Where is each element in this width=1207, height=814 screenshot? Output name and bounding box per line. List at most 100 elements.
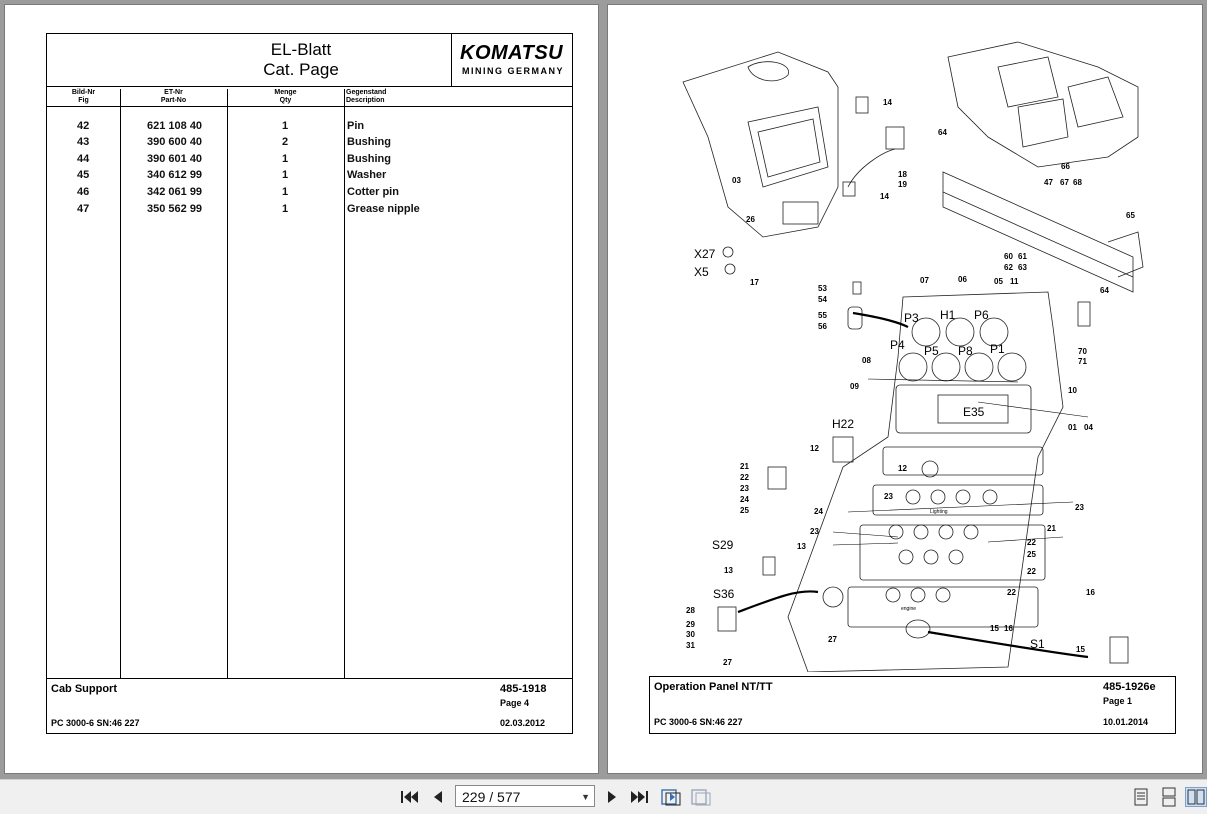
- diagram-callout-label: 63: [1018, 263, 1027, 272]
- diagram-callout-label: 15: [990, 624, 999, 633]
- facing-pages-view-button[interactable]: [1185, 787, 1207, 807]
- single-page-icon: [1134, 788, 1148, 806]
- diagram-callout-label: 22: [1027, 538, 1036, 547]
- diagram-callout-label: 61: [1018, 252, 1027, 261]
- right-page: 14 18 19 14 64 66 47 67 68 65 03 26 X27 …: [607, 4, 1203, 774]
- first-page-button[interactable]: [398, 787, 420, 807]
- next-page-button[interactable]: [601, 787, 623, 807]
- diagram-callout-label: Lighting: [930, 509, 948, 515]
- previous-view-button[interactable]: [660, 787, 682, 807]
- table-row: 43 390 600 40 2 Bushing: [77, 136, 391, 148]
- diagram-callout-label: 11: [1010, 277, 1019, 286]
- diagram-callout-label: 64: [1100, 286, 1109, 295]
- diagram-callout-label: P3: [904, 311, 919, 325]
- footer-divider: [47, 678, 572, 679]
- last-page-icon: [631, 791, 648, 803]
- diagram-callout-label: 56: [818, 322, 827, 331]
- diagram-callout-label: P4: [890, 338, 905, 352]
- diagram-callout-label: 60: [1004, 252, 1013, 261]
- diagram-callout-label: 27: [723, 658, 732, 667]
- footer-model: PC 3000-6 SN:46 227: [654, 717, 743, 727]
- diagram-callout-label: 24: [814, 507, 823, 516]
- diagram-callout-label: 05: [994, 277, 1003, 286]
- single-page-view-button[interactable]: [1130, 787, 1152, 807]
- continuous-page-icon: [1162, 787, 1176, 807]
- diagram-callout-label: 08: [862, 356, 871, 365]
- diagram-callout-label: engine: [901, 606, 916, 612]
- diagram-callout-label: 10: [1068, 386, 1077, 395]
- diagram-callout-label: 65: [1126, 211, 1135, 220]
- diagram-callout-label: 13: [724, 566, 733, 575]
- diagram-callout-label: 64: [938, 128, 947, 137]
- diagram-callout-label: H22: [832, 417, 854, 431]
- facing-pages-icon: [1187, 789, 1205, 805]
- diagram-callout-label: 23: [1075, 503, 1084, 512]
- diagram-callout-label: 04: [1084, 423, 1093, 432]
- logo-main-text: KOMATSU: [460, 42, 564, 64]
- right-footer: Operation Panel NT/TT 485-1926e Page 1 P…: [649, 676, 1176, 734]
- header: EL-Blatt Cat. Page KOMATSU MINING GERMAN…: [47, 34, 572, 87]
- diagram-callout-label: 29: [686, 620, 695, 629]
- footer-doc-number: 485-1918: [500, 683, 547, 695]
- diagram-callout-label: 23: [740, 484, 749, 493]
- footer-date: 02.03.2012: [500, 718, 546, 728]
- diagram-callout-label: 28: [686, 606, 695, 615]
- komatsu-logo: KOMATSU MINING GERMANY: [451, 34, 573, 86]
- diagram-callout-label: S1: [1030, 637, 1045, 651]
- column-divider: [227, 89, 228, 678]
- diagram-callout-label: 07: [920, 276, 929, 285]
- continuous-view-button[interactable]: [1158, 787, 1180, 807]
- diagram-callout-label: 16: [1086, 588, 1095, 597]
- diagram-callout-label: 21: [740, 462, 749, 471]
- diagram-callout-label: 14: [880, 192, 889, 201]
- left-page: EL-Blatt Cat. Page KOMATSU MINING GERMAN…: [4, 4, 599, 774]
- column-divider: [120, 89, 121, 678]
- diagram-callout-label: P1: [990, 342, 1005, 356]
- footer-date: 10.01.2014: [1103, 717, 1149, 727]
- parts-list-frame: EL-Blatt Cat. Page KOMATSU MINING GERMAN…: [46, 33, 573, 734]
- diagram-callout-label: 09: [850, 382, 859, 391]
- diagram-callout-label: 53: [818, 284, 827, 293]
- previous-view-icon: [661, 789, 681, 806]
- diagram-callout-label: S29: [712, 538, 734, 552]
- diagram-callout-label: 21: [1047, 524, 1056, 533]
- footer-page: Page 1: [1103, 696, 1133, 706]
- header-title-de: EL-Blatt: [270, 40, 332, 59]
- diagram-callout-label: 47: [1044, 178, 1053, 187]
- diagram-callout-label: 17: [750, 278, 759, 287]
- chevron-down-icon: ▼: [581, 792, 590, 802]
- diagram-callout-label: 25: [740, 506, 749, 515]
- next-view-icon: [691, 789, 711, 806]
- diagram-callout-label: 70: [1078, 347, 1087, 356]
- next-view-button[interactable]: [690, 787, 712, 807]
- page-number-select[interactable]: 229 / 577 ▼: [455, 785, 595, 807]
- diagram-callout-label: 12: [898, 464, 907, 473]
- diagram-callout-label: 31: [686, 641, 695, 650]
- header-title: EL-Blatt Cat. Page: [247, 40, 355, 80]
- diagram-callout-label: 19: [898, 180, 907, 189]
- last-page-button[interactable]: [629, 787, 651, 807]
- diagram-callout-label: E35: [963, 405, 985, 419]
- diagram-callout-label: 15: [1076, 645, 1085, 654]
- diagram-callout-label: 06: [958, 275, 967, 284]
- previous-page-icon: [434, 791, 442, 803]
- label: 14: [883, 98, 892, 107]
- table-row: 46 342 061 99 1 Cotter pin: [77, 186, 399, 198]
- table-header-divider: [47, 106, 572, 107]
- table-row: 47 350 562 99 1 Grease nipple: [77, 203, 420, 215]
- previous-page-button[interactable]: [427, 787, 449, 807]
- diagram-callout-label: P5: [924, 344, 939, 358]
- diagram-callout-label: 26: [746, 215, 755, 224]
- header-title-en: Cat. Page: [263, 60, 339, 79]
- diagram-callout-label: 68: [1073, 178, 1082, 187]
- diagram-callout-label: H1: [940, 308, 956, 322]
- diagram-callout-label: 22: [1007, 588, 1016, 597]
- diagram-callout-label: 30: [686, 630, 695, 639]
- diagram-callout-label: 25: [1027, 550, 1036, 559]
- diagram-callout-label: 66: [1061, 162, 1070, 171]
- diagram-callout-label: 12: [810, 444, 819, 453]
